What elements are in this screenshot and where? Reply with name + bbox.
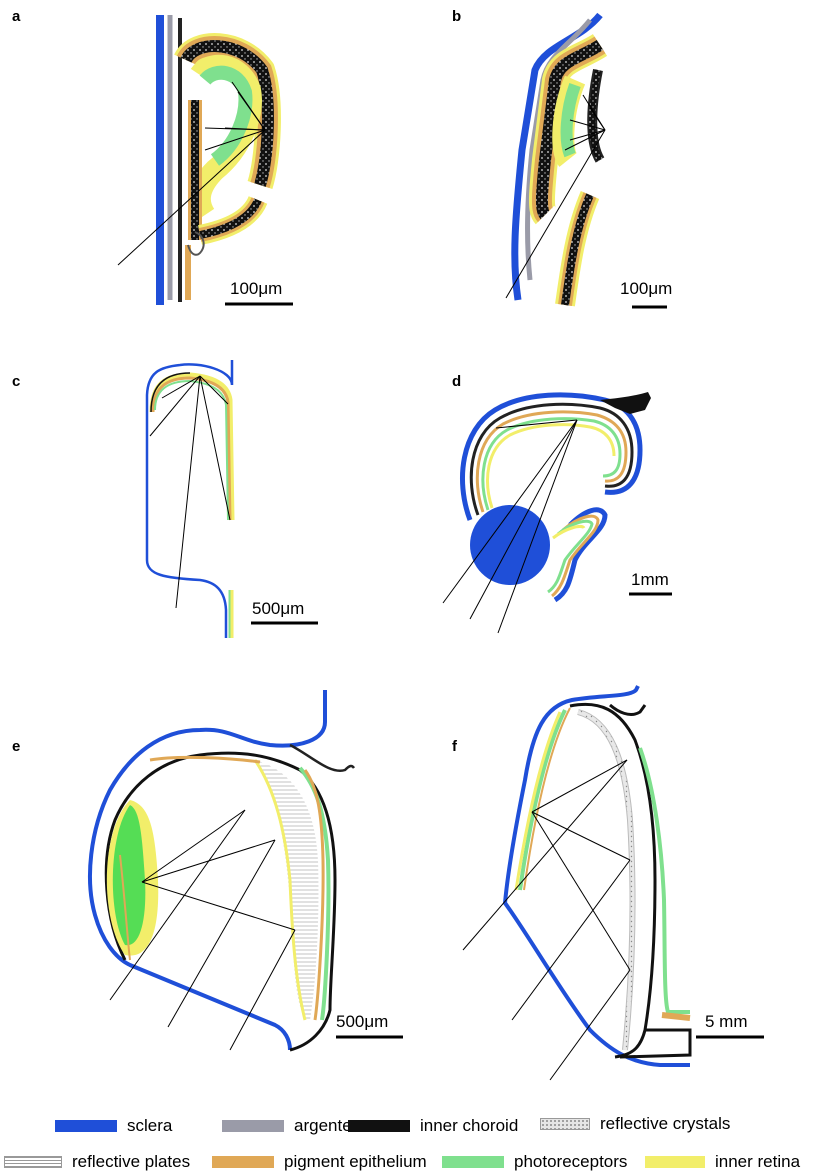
pigment-epithelium-swatch [212, 1156, 274, 1168]
reflective-crystals-swatch [540, 1118, 590, 1130]
panel-a-drawing [118, 15, 293, 305]
panel-c-drawing [147, 360, 318, 638]
legend-label: inner choroid [420, 1116, 518, 1136]
legend-item-inner-choroid: inner choroid [348, 1116, 518, 1136]
sclera-swatch [55, 1120, 117, 1132]
legend-item-inner-retina: inner retina [645, 1152, 800, 1172]
legend-label: reflective plates [72, 1152, 190, 1172]
legend-item-argentea: argentea [222, 1116, 361, 1136]
argentea-swatch [222, 1120, 284, 1132]
inner-retina-swatch [645, 1156, 705, 1168]
reflective-plates-swatch [4, 1156, 62, 1168]
scale-label-d: 1mm [631, 570, 669, 590]
panel-e-drawing [90, 690, 403, 1050]
legend-item-sclera: sclera [55, 1116, 172, 1136]
scale-label-c: 500μm [252, 599, 304, 619]
legend-item-photoreceptors: photoreceptors [442, 1152, 627, 1172]
panel-b-drawing [506, 15, 667, 307]
panel-d-drawing [443, 392, 672, 633]
scale-label-f: 5 mm [705, 1012, 748, 1032]
legend-item-reflective-plates: reflective plates [4, 1152, 190, 1172]
eye-diagram-figure [0, 0, 814, 1100]
scale-label-b: 100μm [620, 279, 672, 299]
legend-item-pigment-epithelium: pigment epithelium [212, 1152, 427, 1172]
scale-label-a: 100μm [230, 279, 282, 299]
legend-item-reflective-crystals: reflective crystals [540, 1114, 730, 1134]
legend-label: pigment epithelium [284, 1152, 427, 1172]
legend-label: inner retina [715, 1152, 800, 1172]
legend-label: sclera [127, 1116, 172, 1136]
legend-label: reflective crystals [600, 1114, 730, 1134]
photoreceptors-swatch [442, 1156, 504, 1168]
inner-choroid-swatch [348, 1120, 410, 1132]
scale-label-e: 500μm [336, 1012, 388, 1032]
legend-label: photoreceptors [514, 1152, 627, 1172]
